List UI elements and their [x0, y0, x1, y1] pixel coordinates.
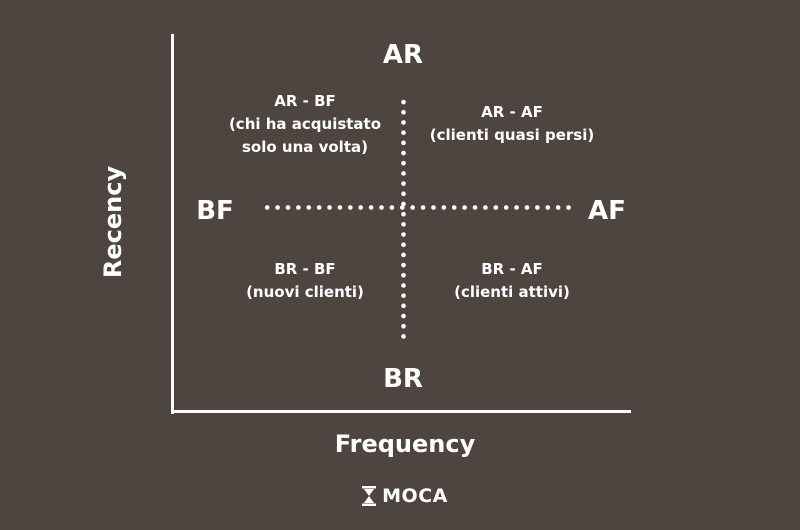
pole-label-top: AR — [382, 40, 424, 70]
y-axis-label: Recency — [99, 165, 127, 279]
quadrant-description: (clienti quasi persi) — [429, 126, 595, 144]
quadrant-top-right: AR - AF (clienti quasi persi) — [412, 101, 612, 147]
brand-name: MOCA — [382, 485, 448, 507]
x-axis-line — [171, 410, 631, 413]
quadrant-description: (chi ha acquistato — [228, 115, 382, 133]
y-axis-line — [171, 34, 174, 414]
quadrant-title: BR - BF — [274, 260, 336, 278]
pole-label-left: BF — [196, 196, 234, 226]
quadrant-description: solo una volta) — [242, 138, 368, 156]
pole-label-bottom: BR — [383, 364, 423, 394]
pole-label-right: AF — [588, 196, 626, 226]
quadrant-top-left: AR - BF (chi ha acquistato solo una volt… — [205, 90, 405, 159]
horizontal-dotted-divider — [262, 205, 572, 210]
brand-logo: MOCA — [350, 484, 460, 508]
quadrant-title: AR - BF — [274, 92, 336, 110]
quadrant-description: (clienti attivi) — [454, 283, 570, 301]
hourglass-icon — [362, 486, 377, 506]
x-axis-label: Frequency — [334, 430, 476, 458]
quadrant-title: AR - AF — [481, 103, 543, 121]
quadrant-title: BR - AF — [481, 260, 543, 278]
quadrant-bottom-left: BR - BF (nuovi clienti) — [205, 258, 405, 304]
quadrant-description: (nuovi clienti) — [246, 283, 364, 301]
vertical-dotted-divider — [401, 97, 406, 343]
quadrant-bottom-right: BR - AF (clienti attivi) — [412, 258, 612, 304]
